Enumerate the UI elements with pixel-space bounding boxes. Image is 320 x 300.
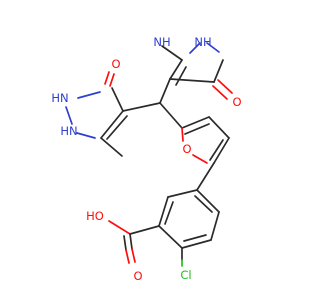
bond <box>184 123 210 135</box>
atom-o-furan: O <box>182 142 191 156</box>
bond <box>106 115 128 140</box>
bond <box>65 106 73 125</box>
bond <box>129 225 160 235</box>
atom-nh-left-1: HN <box>51 91 68 105</box>
bond <box>181 116 210 129</box>
bond <box>159 78 171 104</box>
bond <box>161 45 183 61</box>
bond <box>129 233 133 250</box>
bond <box>104 71 110 85</box>
bond <box>77 91 101 99</box>
atom-cl: Cl <box>180 268 191 282</box>
bond <box>183 234 207 242</box>
bond <box>159 102 183 129</box>
bond <box>158 196 169 227</box>
bond <box>169 59 183 80</box>
bond <box>122 102 161 112</box>
bond <box>212 85 228 100</box>
bond <box>167 189 198 198</box>
bond <box>158 225 183 249</box>
bond <box>131 248 136 263</box>
bond <box>175 66 187 86</box>
atom-nh-top-2: NH <box>194 35 211 49</box>
atom-o-acid: O <box>133 269 142 283</box>
bond <box>111 87 124 112</box>
bond <box>213 59 224 83</box>
bond <box>181 127 184 142</box>
molecule-diagram: NH NH O O HN HN O HO O Cl <box>51 35 241 283</box>
bond <box>196 162 215 191</box>
atom-nh-top-1: NH <box>153 35 170 49</box>
bond <box>181 239 212 249</box>
bond <box>196 189 220 213</box>
bond <box>189 42 201 54</box>
bond <box>108 220 131 235</box>
bond <box>192 154 208 164</box>
bond <box>169 78 215 83</box>
bonds <box>65 42 233 267</box>
atom-labels: NH NH O O HN HN O HO O Cl <box>51 35 241 283</box>
bond <box>206 42 220 53</box>
atom-o-left: O <box>111 57 120 71</box>
bond <box>123 235 127 251</box>
bond <box>210 211 220 241</box>
bond <box>213 137 230 164</box>
bond <box>109 73 115 87</box>
atom-nh-left-2: HN <box>60 124 77 138</box>
atom-oh: HO <box>86 209 104 223</box>
bond <box>100 137 123 157</box>
bond <box>100 110 124 139</box>
bond <box>209 139 224 161</box>
bond <box>194 195 213 213</box>
atom-o-top: O <box>232 95 241 109</box>
bond <box>125 249 130 264</box>
bond <box>217 79 233 94</box>
bond <box>164 201 174 225</box>
bond <box>76 132 96 139</box>
bond <box>208 116 230 139</box>
